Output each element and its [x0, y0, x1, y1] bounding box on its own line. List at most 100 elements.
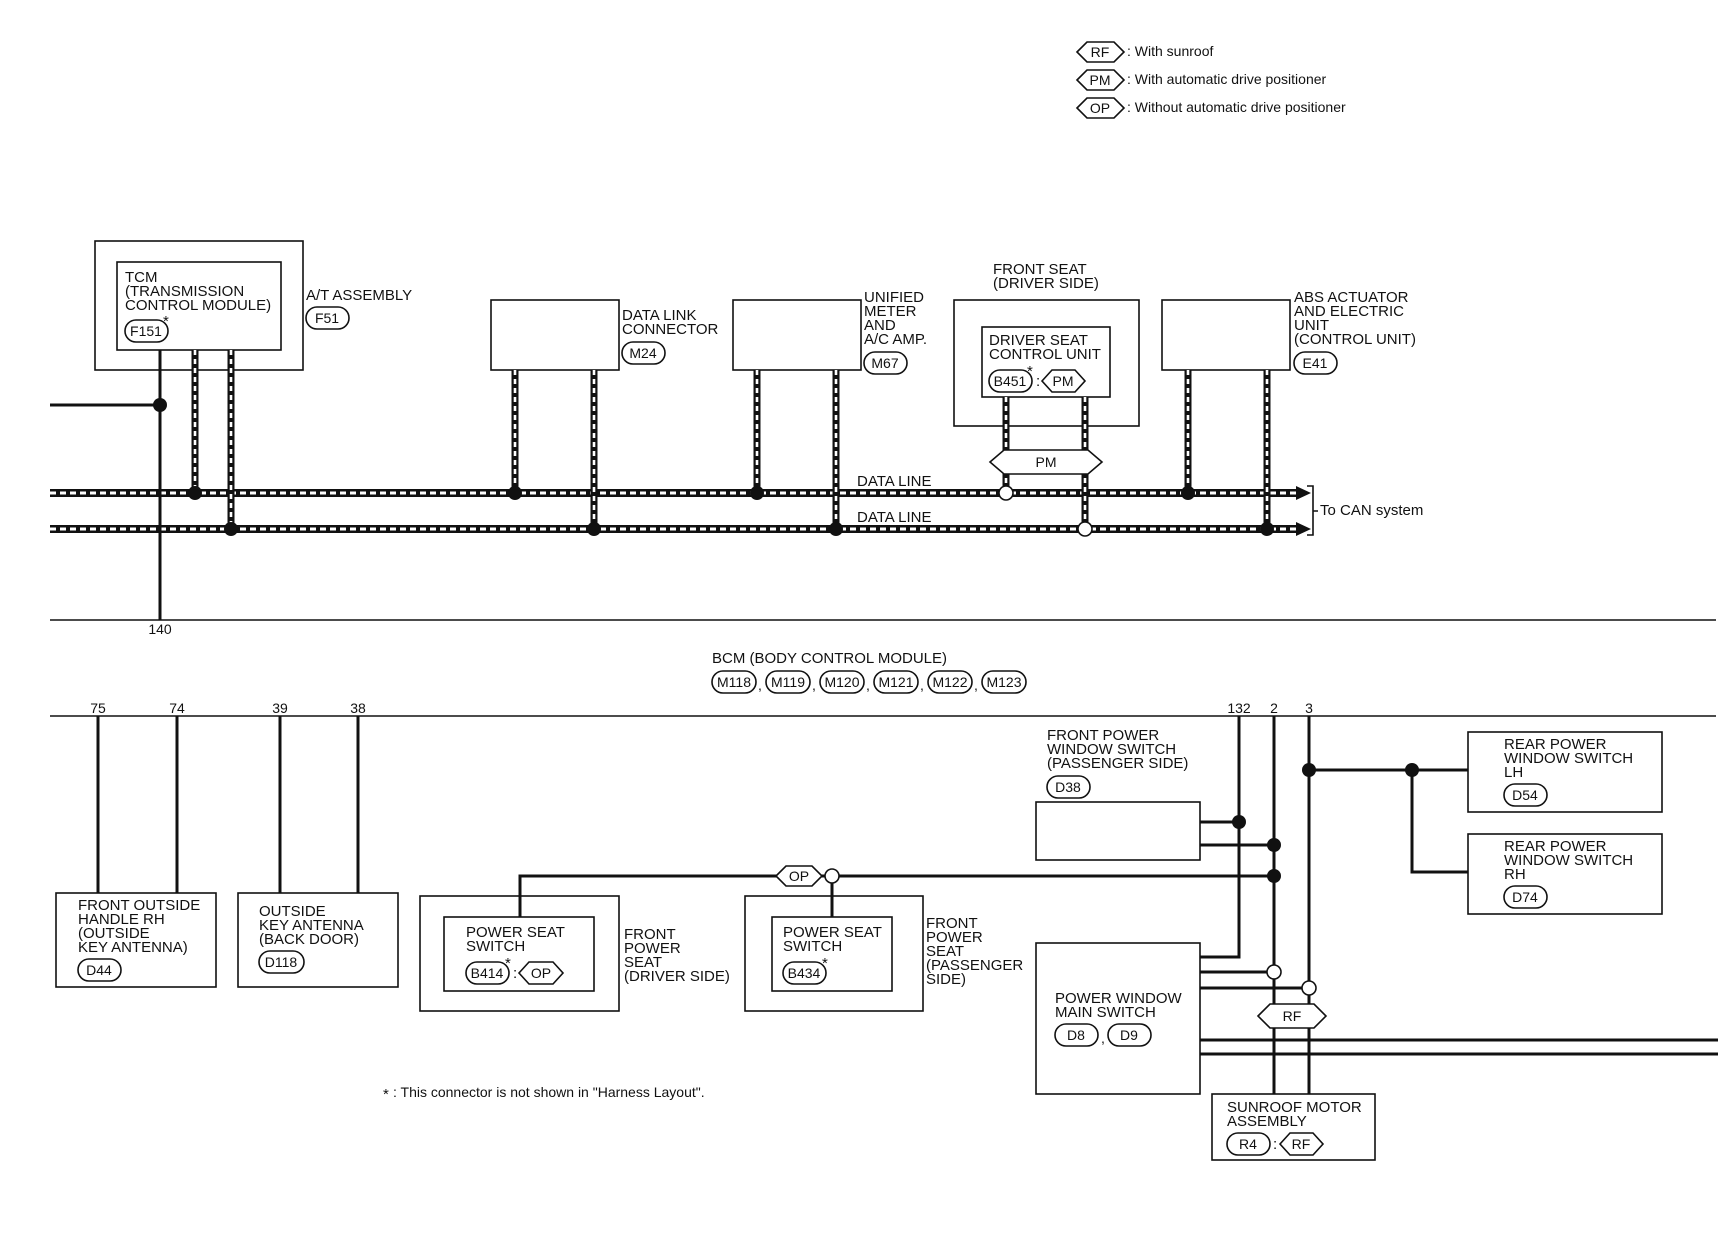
pss-driver-label-1: POWER SEAT: [466, 924, 565, 941]
rpws-lh-connector-badge: [1503, 783, 1548, 807]
fps-driver-label-1: FRONT: [624, 926, 676, 943]
pss-pass-label-1: POWER SEAT: [783, 924, 882, 941]
tcm-label-3: CONTROL MODULE): [125, 297, 271, 314]
oka-connector: D118: [265, 954, 298, 970]
pwms-connector-1-badge: [1054, 1023, 1099, 1047]
rpws-rh-label-3: RH: [1504, 866, 1526, 883]
tcm-label-2: (TRANSMISSION: [125, 283, 244, 300]
to-can-label: To CAN system: [1320, 502, 1423, 519]
legend-op-tag: OP: [1090, 100, 1110, 116]
tcm-label-1: TCM: [125, 269, 158, 286]
tcm-connector: F151: [130, 323, 162, 339]
tcm-box: [116, 261, 282, 351]
pss-driver-label-2: SWITCH: [466, 938, 525, 955]
to-can-bracket: [1307, 485, 1318, 536]
op-option-tag: OP: [789, 868, 809, 884]
junction-tcm-feed: [153, 398, 167, 412]
op-open-junction: [824, 868, 840, 884]
front-seat-driver-label-2: (DRIVER SIDE): [993, 275, 1099, 292]
um-label-2: METER: [864, 303, 917, 320]
pss-driver-connector: B414: [471, 965, 504, 981]
rpws-rh-label-2: WINDOW SWITCH: [1504, 852, 1633, 869]
legend-pm-tag: PM: [1090, 72, 1111, 88]
rpws-lh-label-1: REAR POWER: [1504, 736, 1607, 753]
pss-driver-sep: :: [513, 965, 517, 982]
dscu-star: *: [1027, 363, 1033, 380]
bcm-sep-3: ,: [866, 677, 870, 693]
pm-option-tag: PM: [1036, 454, 1057, 470]
pwms-label-1: POWER WINDOW: [1055, 990, 1182, 1007]
fps-driver-label-3: SEAT: [624, 954, 662, 971]
data-link-connector-box: [490, 299, 620, 371]
dlc-connector-badge: [621, 341, 666, 365]
fpws-pass-label-2: WINDOW SWITCH: [1047, 741, 1176, 758]
legend: RF : With sunroof PM : With automatic dr…: [1075, 41, 1346, 119]
um-label-4: A/C AMP.: [864, 331, 927, 348]
legend-rf-tag: RF: [1091, 44, 1110, 60]
fps-pass-label-2: POWER: [926, 929, 983, 946]
dscu-label-2: CONTROL UNIT: [989, 346, 1101, 363]
bcm-connector-1: M118: [717, 674, 751, 690]
dscu-label-1: DRIVER SEAT: [989, 332, 1088, 349]
dscu-tag: PM: [1053, 373, 1074, 389]
legend-op-text: : Without automatic drive positioner: [1127, 99, 1346, 115]
rear-power-window-switch-rh-box: [1467, 833, 1663, 915]
pin-140: 140: [148, 621, 172, 637]
at-assembly-connector: F51: [315, 310, 339, 326]
fpws-pass-connector: D38: [1055, 779, 1081, 795]
legend-rf-text: : With sunroof: [1127, 43, 1213, 59]
pwms-connector-2: D9: [1120, 1027, 1138, 1043]
fps-pass-label-1: FRONT: [926, 915, 978, 932]
abs-label-4: (CONTROL UNIT): [1294, 331, 1416, 348]
bcm-connector-4: M121: [878, 674, 913, 690]
bcm-title: BCM (BODY CONTROL MODULE): [712, 650, 947, 667]
fohrh-connector-badge: [77, 958, 122, 982]
pin-132: 132: [1227, 700, 1251, 716]
fpws-pass-label-1: FRONT POWER: [1047, 727, 1159, 744]
rpws-lh-connector: D54: [1512, 787, 1538, 803]
window-wiring: [1200, 716, 1718, 1100]
unified-meter-box: [732, 299, 862, 371]
abs-box: [1161, 299, 1291, 371]
fohrh-label-1: FRONT OUTSIDE: [78, 897, 200, 914]
bcm-sep-5: ,: [974, 677, 978, 693]
footnote-star: *: [383, 1086, 389, 1103]
sunroof-label-1: SUNROOF MOTOR: [1227, 1099, 1362, 1116]
sunroof-rf-hex: [1278, 1132, 1325, 1156]
can-data-line-2: [50, 522, 1311, 536]
tcm-star: *: [163, 313, 169, 330]
power-seat-switch-driver-box: [443, 916, 595, 992]
abs-connector: E41: [1303, 355, 1328, 371]
power-window-main-switch-box: [1035, 942, 1201, 1095]
pin-38: 38: [350, 700, 366, 716]
sunroof-sep: :: [1273, 1136, 1277, 1153]
oka-label-2: KEY ANTENNA: [259, 917, 364, 934]
pss-driver-tag: OP: [531, 965, 551, 981]
rf-option-tag: RF: [1283, 1008, 1302, 1024]
fohrh-label-4: KEY ANTENNA): [78, 939, 188, 956]
um-label-3: AND: [864, 317, 896, 334]
pwms-label-2: MAIN SWITCH: [1055, 1004, 1156, 1021]
bcm-connector-3: M120: [824, 674, 859, 690]
pss-pass-star: *: [822, 955, 828, 972]
front-seat-driver-label-1: FRONT SEAT: [993, 261, 1087, 278]
fps-pass-label-4: (PASSENGER: [926, 957, 1023, 974]
pss-pass-label-2: SWITCH: [783, 938, 842, 955]
dlc-label-1: DATA LINK: [622, 307, 696, 324]
bcm-connectors: M118 , M119 , M120 , M121 , M122 , M123: [711, 670, 1027, 694]
rpws-lh-label-3: LH: [1504, 764, 1523, 781]
rpws-rh-label-1: REAR POWER: [1504, 838, 1607, 855]
pwms-connector-2-badge: [1107, 1023, 1152, 1047]
pin-75: 75: [90, 700, 106, 716]
tcm-connector-badge: [124, 319, 169, 343]
oka-label-1: OUTSIDE: [259, 903, 326, 920]
dscu-connector: B451: [994, 373, 1027, 389]
fps-pass-label-3: SEAT: [926, 943, 964, 960]
can-data-line-1: [50, 486, 1311, 500]
bcm-sep-2: ,: [812, 677, 816, 693]
bcm-connector-6: M123: [986, 674, 1021, 690]
oka-label-3: (BACK DOOR): [259, 931, 359, 948]
dlc-label-2: CONNECTOR: [622, 321, 719, 338]
